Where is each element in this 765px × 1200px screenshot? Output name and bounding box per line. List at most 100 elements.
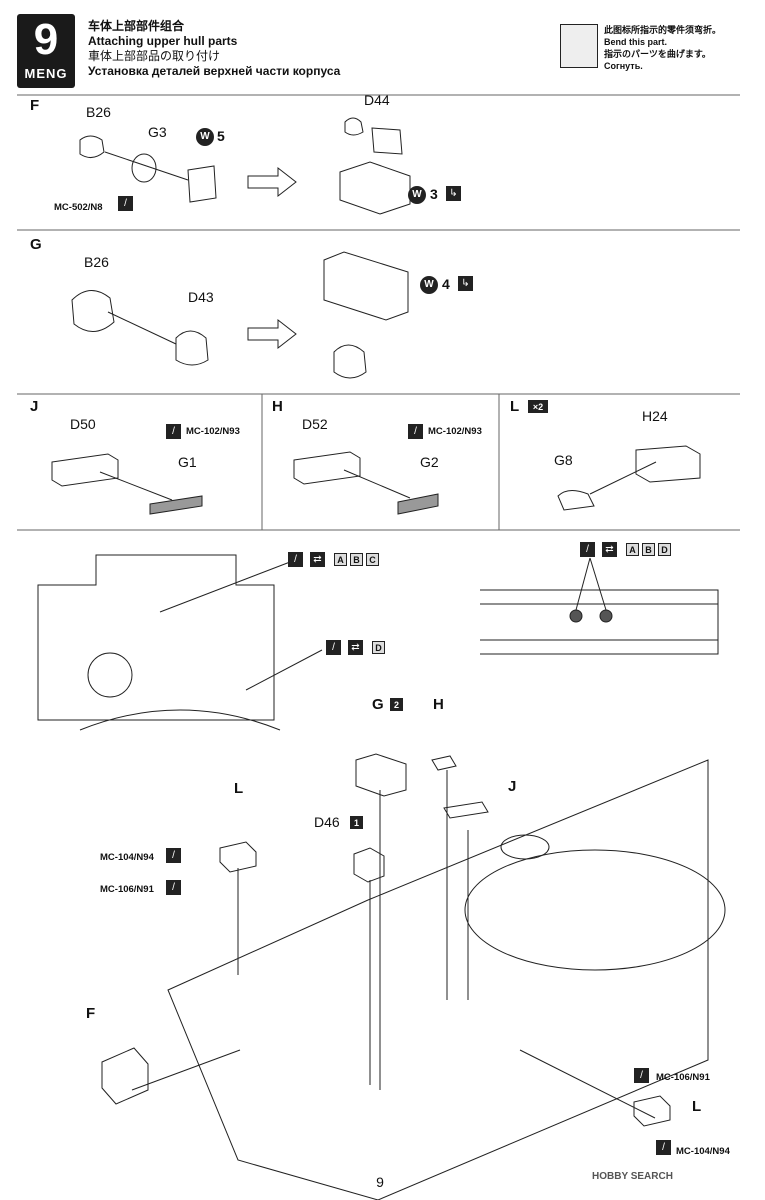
callout-l-left: L (234, 780, 244, 797)
part-label-b26: B26 (86, 104, 111, 120)
paint-icon: / (408, 424, 423, 439)
w-count-f1: 5 (217, 128, 225, 144)
part-d46-qty: 1 (350, 816, 363, 829)
part-l-right (633, 1095, 671, 1127)
part-l-left (219, 841, 257, 873)
page-number: 9 (376, 1174, 384, 1190)
paint-code-h: MC-102/N93 (428, 426, 482, 437)
swap-icon: ⇄ (348, 640, 363, 655)
letter-box-d: D (372, 641, 385, 654)
w-icon: W (408, 186, 426, 204)
bend-icon: ↳ (458, 276, 473, 291)
quantity-badge: ×2 (528, 400, 548, 413)
section-label-j: J (30, 398, 39, 415)
detail-right-rail (480, 589, 719, 655)
callout-g-qty: 2 (390, 698, 403, 711)
arrow-g (247, 318, 297, 350)
part-h24 (635, 445, 701, 483)
part-label-h24: H24 (642, 408, 668, 424)
bend-note-ja: 指示のパーツを曲げます。 (604, 49, 711, 59)
letter-box-d-r: D (658, 543, 671, 556)
watermark-logo: HOBBY SEARCH (592, 1171, 673, 1182)
part-h-main (431, 755, 457, 771)
part-g-main (355, 753, 407, 797)
swap-icon: ⇄ (602, 542, 617, 557)
paint-icon: / (580, 542, 595, 557)
paint-icon: / (326, 640, 341, 655)
paint-icon: / (166, 880, 181, 895)
part-label-d52: D52 (302, 416, 328, 432)
detail-left-hull (37, 554, 275, 721)
part-g1 (149, 495, 203, 515)
callout-j: J (508, 778, 517, 795)
main-hull (167, 759, 709, 1200)
part-d50 (51, 453, 119, 487)
turret-ring (464, 849, 726, 971)
part-g2 (397, 493, 439, 515)
section-label-g: G (30, 236, 42, 253)
paint-code-right-1: MC-106/N91 (656, 1072, 710, 1083)
part-b26-f (79, 135, 105, 158)
swap-icon: ⇄ (310, 552, 325, 567)
part-d44-housing (339, 161, 411, 215)
bend-note-en: Bend this part. (604, 37, 668, 47)
part-d52 (293, 451, 361, 485)
letter-box-c: C (366, 553, 379, 566)
part-label-b26-g: B26 (84, 254, 109, 270)
step-number: 9 (33, 15, 59, 64)
paint-icon: / (166, 848, 181, 863)
title-en: Attaching upper hull parts (88, 34, 238, 48)
title-ru: Установка деталей верхней части корпуса (88, 64, 341, 78)
step-badge (17, 14, 75, 88)
paint-code-left-1: MC-104/N94 (100, 852, 154, 863)
paint-code-j: MC-102/N93 (186, 426, 240, 437)
part-d43 (175, 330, 209, 366)
part-label-d46: D46 (314, 814, 340, 830)
part-label-g8: G8 (554, 452, 573, 468)
brand-logo: MENG (24, 66, 68, 81)
paint-code-right-2: MC-104/N94 (676, 1146, 730, 1157)
bend-note-ru: Согнуть. (604, 61, 643, 71)
part-g-housing (323, 251, 409, 321)
paint-icon: / (656, 1140, 671, 1155)
w-count-f2: 3 (430, 186, 438, 202)
part-label-d50: D50 (70, 416, 96, 432)
part-label-g2: G2 (420, 454, 439, 470)
w-icon: W (196, 128, 214, 146)
w-icon: W (420, 276, 438, 294)
letter-box-a-r: A (626, 543, 639, 556)
callout-h: H (433, 696, 444, 713)
bend-note-zh: 此图标所指示的零件须弯折。 (604, 25, 722, 35)
w-count-g: 4 (442, 276, 450, 292)
part-grille-f (187, 165, 217, 203)
part-g3 (131, 153, 157, 183)
part-j-main (443, 801, 489, 819)
callout-l-right: L (692, 1098, 702, 1115)
section-label-f: F (30, 97, 40, 114)
paint-icon: / (166, 424, 181, 439)
section-label-h: H (272, 398, 283, 415)
callout-f: F (86, 1005, 96, 1022)
part-b26-g (71, 290, 115, 332)
part-label-d44: D44 (364, 92, 390, 108)
title-ja: 車体上部部品の取り付け (88, 49, 221, 63)
paint-icon: / (288, 552, 303, 567)
letter-box-a: A (334, 553, 347, 566)
paint-code-f: MC-502/N8 (54, 202, 103, 213)
arrow-f (247, 166, 297, 198)
paint-icon: / (634, 1068, 649, 1083)
title-zh: 车体上部部件组合 (88, 19, 185, 33)
part-g8 (557, 490, 595, 511)
part-label-d43: D43 (188, 289, 214, 305)
part-label-g3: G3 (148, 124, 167, 140)
part-d46 (353, 847, 385, 883)
letter-box-b-r: B (642, 543, 655, 556)
bend-icon: ↳ (446, 186, 461, 201)
paint-icon: / (118, 196, 133, 211)
letter-box-b: B (350, 553, 363, 566)
callout-g: G (372, 696, 384, 713)
bend-icon (560, 24, 598, 68)
paint-code-left-2: MC-106/N91 (100, 884, 154, 895)
section-label-l: L (510, 398, 520, 415)
